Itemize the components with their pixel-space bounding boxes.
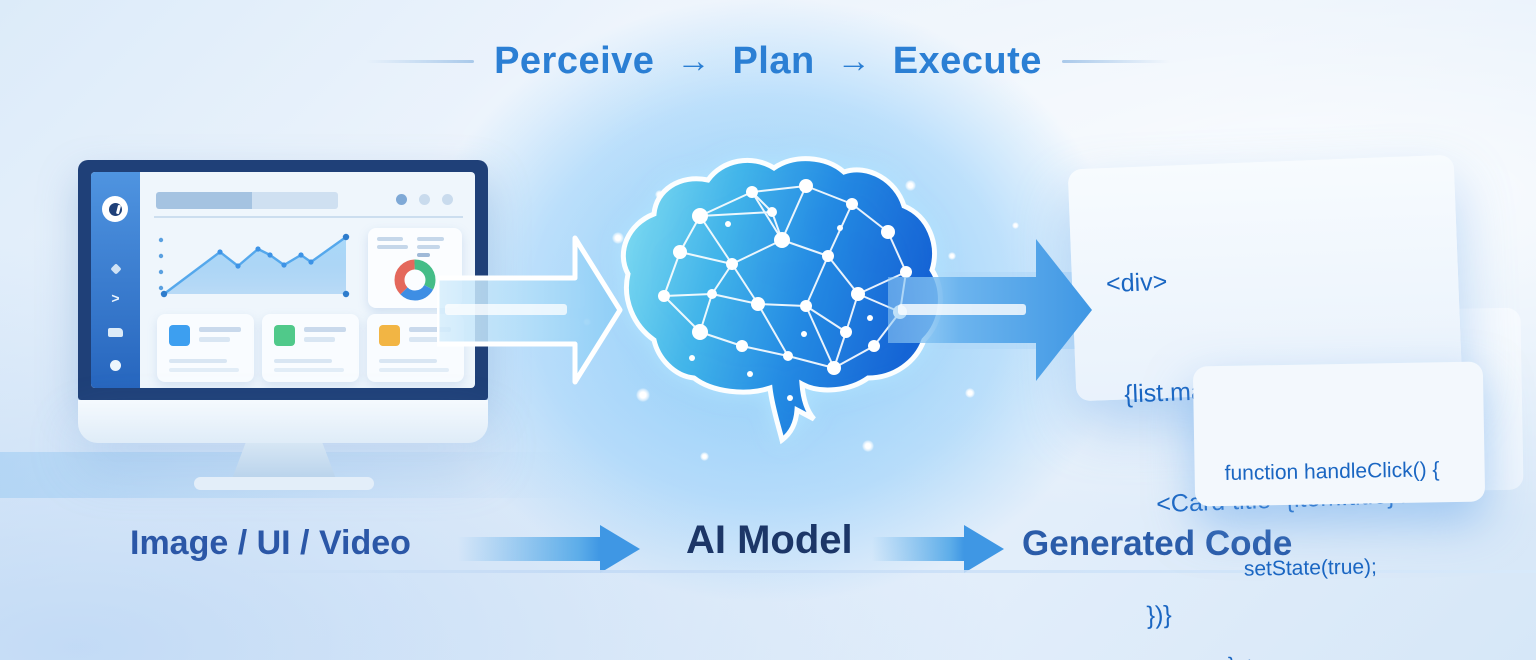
glow-dot — [612, 232, 624, 244]
code-line: <div> — [1105, 267, 1168, 299]
model-label: AI Model — [686, 518, 853, 562]
chart-handles — [160, 233, 350, 298]
stat-card — [262, 314, 359, 382]
code-line: } -> — [1228, 645, 1489, 660]
sidebar-item-icon — [91, 260, 140, 278]
bottom-underline — [235, 570, 1536, 573]
arrow-right-icon: → — [676, 42, 711, 80]
sidebar: > — [91, 172, 140, 388]
header-line-left — [366, 60, 475, 63]
area-fill — [164, 237, 346, 294]
code-snippet-card-secondary: function handleClick() { setState(true);… — [1192, 361, 1486, 660]
step-plan: Plan — [732, 40, 815, 82]
glow-dot — [636, 388, 650, 402]
logo-glyph — [108, 202, 122, 216]
step-execute: Execute — [892, 40, 1042, 82]
code-line: function handleClick() { — [1224, 458, 1440, 485]
glow-dot — [700, 452, 709, 461]
dot-icon — [419, 194, 430, 205]
chevron-right-icon: > — [111, 290, 120, 306]
glow-dot — [948, 252, 956, 260]
app-logo-icon — [102, 196, 128, 222]
flow-arrow-right — [888, 239, 1092, 381]
input-label: Image / UI / Video — [130, 524, 411, 562]
text-placeholder — [417, 237, 444, 241]
dot-icon — [442, 194, 453, 205]
card-accent-square — [169, 325, 190, 346]
text-placeholder — [417, 245, 440, 249]
search-bar-placeholder — [156, 192, 338, 209]
circle-icon — [91, 358, 140, 376]
monitor: > — [78, 160, 488, 400]
code-line: setState(true); — [1226, 555, 1378, 581]
header-dots — [396, 194, 453, 205]
monitor-stand-base — [194, 477, 374, 490]
output-label: Generated Code — [1022, 524, 1293, 563]
stat-card — [157, 314, 254, 382]
dot-icon — [396, 194, 407, 205]
arrow-right-icon: → — [836, 42, 871, 80]
brain-nodes — [658, 179, 912, 401]
header-flow: Perceive → Plan → Execute — [0, 40, 1536, 83]
axis-ticks — [158, 237, 164, 291]
glow-dot — [655, 190, 664, 199]
card-accent-square — [379, 325, 400, 346]
monitor-stand-neck — [232, 443, 336, 479]
text-placeholder — [417, 253, 430, 257]
flow-arrow-left — [437, 235, 623, 385]
glow-dot — [965, 388, 975, 398]
header-line-right — [1061, 60, 1170, 63]
glow-dot — [862, 440, 874, 452]
monitor-chin — [78, 400, 488, 443]
divider — [154, 216, 463, 218]
donut-chart — [394, 259, 436, 301]
bottom-arrow-icon — [872, 537, 964, 561]
dashboard-screen: > — [91, 172, 475, 388]
bottom-arrow-icon — [458, 537, 600, 561]
bottom-arrow-head-icon — [964, 525, 1004, 573]
folder-icon — [91, 324, 140, 342]
text-placeholder — [377, 245, 408, 249]
glow-dot — [1012, 222, 1019, 229]
text-placeholder — [377, 237, 403, 241]
glow-dot — [905, 180, 916, 191]
bottom-arrow-head-icon — [600, 525, 640, 573]
card-accent-square — [274, 325, 295, 346]
mini-area-chart — [158, 230, 366, 303]
step-perceive: Perceive — [494, 40, 655, 82]
donut-chart-card — [368, 228, 462, 308]
